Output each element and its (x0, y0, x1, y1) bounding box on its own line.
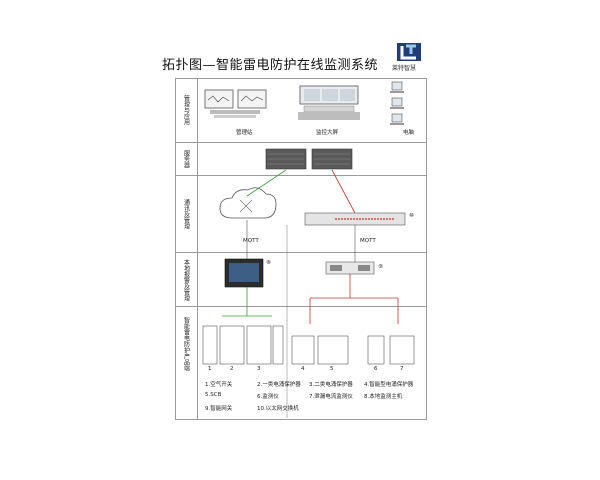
management-station-label: 管理站 (236, 130, 253, 136)
company-logo-icon (397, 43, 421, 61)
label-column-divider (197, 78, 198, 420)
row-label-products: 智能雷电防护产品端 (182, 317, 190, 371)
pc-icon (390, 81, 404, 125)
switch-marker: ⑩ (409, 213, 414, 219)
management-station-icon (204, 89, 267, 118)
page-title: 拓扑图—智能雷电防护在线监测系统 (162, 58, 379, 73)
row-divider-3 (175, 252, 427, 253)
red-link-products-right (309, 274, 399, 324)
legend-item: 7.泄漏电流监测仪 (309, 394, 353, 400)
server-left-icon (265, 148, 307, 170)
mqtt-right-label: MQTT (360, 238, 376, 244)
monitoring-screen-icon (298, 85, 360, 120)
green-link-products-left (222, 287, 272, 317)
row-divider-1 (175, 142, 427, 143)
legend-item: 5.SCB (205, 392, 222, 398)
row-label-server: 服务器 (182, 150, 190, 168)
product-number: 1 (208, 366, 212, 372)
diagram-frame (175, 78, 427, 420)
product-number: 7 (400, 366, 404, 372)
row-divider-2 (175, 175, 427, 176)
legend-item: 6.监测仪 (257, 394, 279, 400)
product-number: 5 (330, 366, 334, 372)
cloud-icon (219, 187, 277, 219)
row-divider-4 (175, 306, 427, 307)
product-number: 6 (374, 366, 378, 372)
row-label-local-alarm: 本地报警及管理 (182, 258, 190, 301)
ethernet-switch-icon (304, 212, 406, 226)
server-right-icon (311, 148, 353, 170)
legend-item: 3.二类电涌保护器 (309, 382, 353, 388)
monitor-marker: ⑨ (378, 264, 383, 270)
product-number: 3 (257, 366, 261, 372)
product-group-right (291, 335, 415, 365)
mqtt-left-label: MQTT (243, 238, 259, 244)
row-label-management: 管理与应用 (182, 95, 190, 125)
red-link-server-switch (331, 169, 356, 214)
legend-item: 4.智能型电涌保护器 (364, 382, 414, 388)
logo-text: 莱特智慧 (392, 65, 417, 72)
legend-item: 1.空气开关 (205, 382, 233, 388)
legend-item: 10.以太网交换机 (257, 406, 299, 412)
legend-item: 9.智能网关 (205, 406, 233, 412)
monitoring-screen-label: 监控大屏 (316, 130, 339, 136)
product-number: 2 (230, 366, 234, 372)
product-group-left (202, 325, 284, 365)
legend-item: 8.本地监测主机 (364, 394, 403, 400)
pc-label: 电脑 (403, 130, 415, 136)
row-label-communication: 通讯及管理 (182, 199, 190, 229)
hmi-panel-icon (224, 258, 264, 288)
local-monitor-icon (325, 261, 375, 275)
product-number: 4 (301, 366, 305, 372)
green-link-server-cloud (246, 169, 287, 197)
hmi-marker: ⑧ (266, 260, 271, 266)
legend-item: 2.一类电涌保护器 (257, 382, 301, 388)
